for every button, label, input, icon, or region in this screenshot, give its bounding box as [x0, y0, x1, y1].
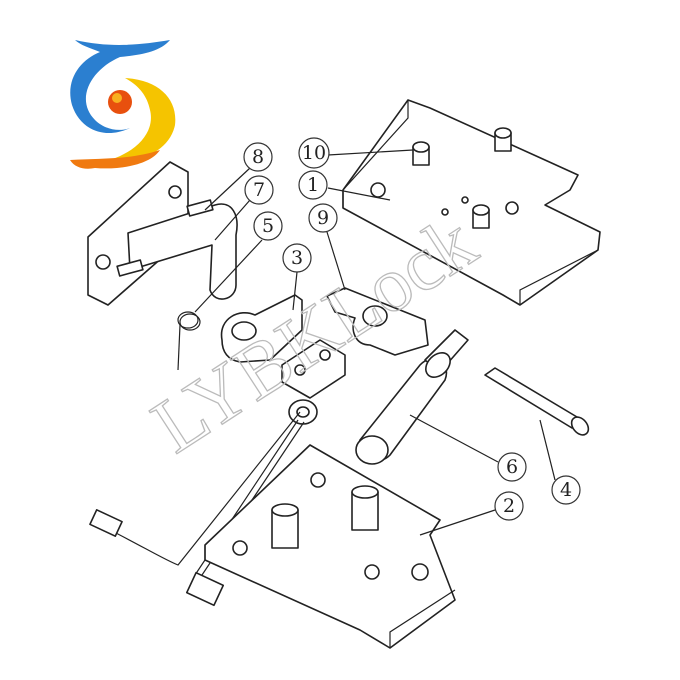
solenoid: [355, 329, 469, 465]
svg-text:5: 5: [262, 215, 274, 237]
svg-text:6: 6: [506, 456, 518, 478]
top-housing-plate: [342, 99, 601, 306]
long-screw: [484, 367, 590, 436]
svg-text:10: 10: [302, 142, 326, 164]
bottom-housing-plate: [204, 444, 456, 649]
logo: [70, 40, 176, 169]
lever: [326, 287, 429, 356]
svg-text:8: 8: [252, 146, 264, 168]
mounting-bracket: [87, 161, 238, 306]
callout-10: 10: [298, 137, 330, 169]
callout-7: 7: [244, 175, 274, 205]
wire-harness: [89, 399, 318, 607]
callout-1: 1: [298, 170, 328, 200]
svg-text:2: 2: [503, 495, 515, 517]
callout-3: 3: [282, 243, 312, 273]
svg-text:7: 7: [253, 179, 265, 201]
callout-2: 2: [494, 491, 524, 521]
callout-9: 9: [308, 203, 338, 233]
svg-text:9: 9: [317, 207, 329, 229]
callout-4: 4: [551, 475, 581, 505]
svg-text:1: 1: [307, 174, 319, 196]
housing-screws: [412, 127, 512, 229]
latch-cam: [220, 294, 303, 363]
callout-8: 8: [243, 142, 273, 172]
callout-5: 5: [253, 211, 283, 241]
microswitch: [281, 339, 346, 399]
svg-text:4: 4: [560, 479, 572, 501]
callout-6: 6: [497, 452, 527, 482]
torsion-spring: [177, 311, 201, 371]
leader-lines: [194, 149, 556, 536]
svg-text:3: 3: [291, 247, 303, 269]
